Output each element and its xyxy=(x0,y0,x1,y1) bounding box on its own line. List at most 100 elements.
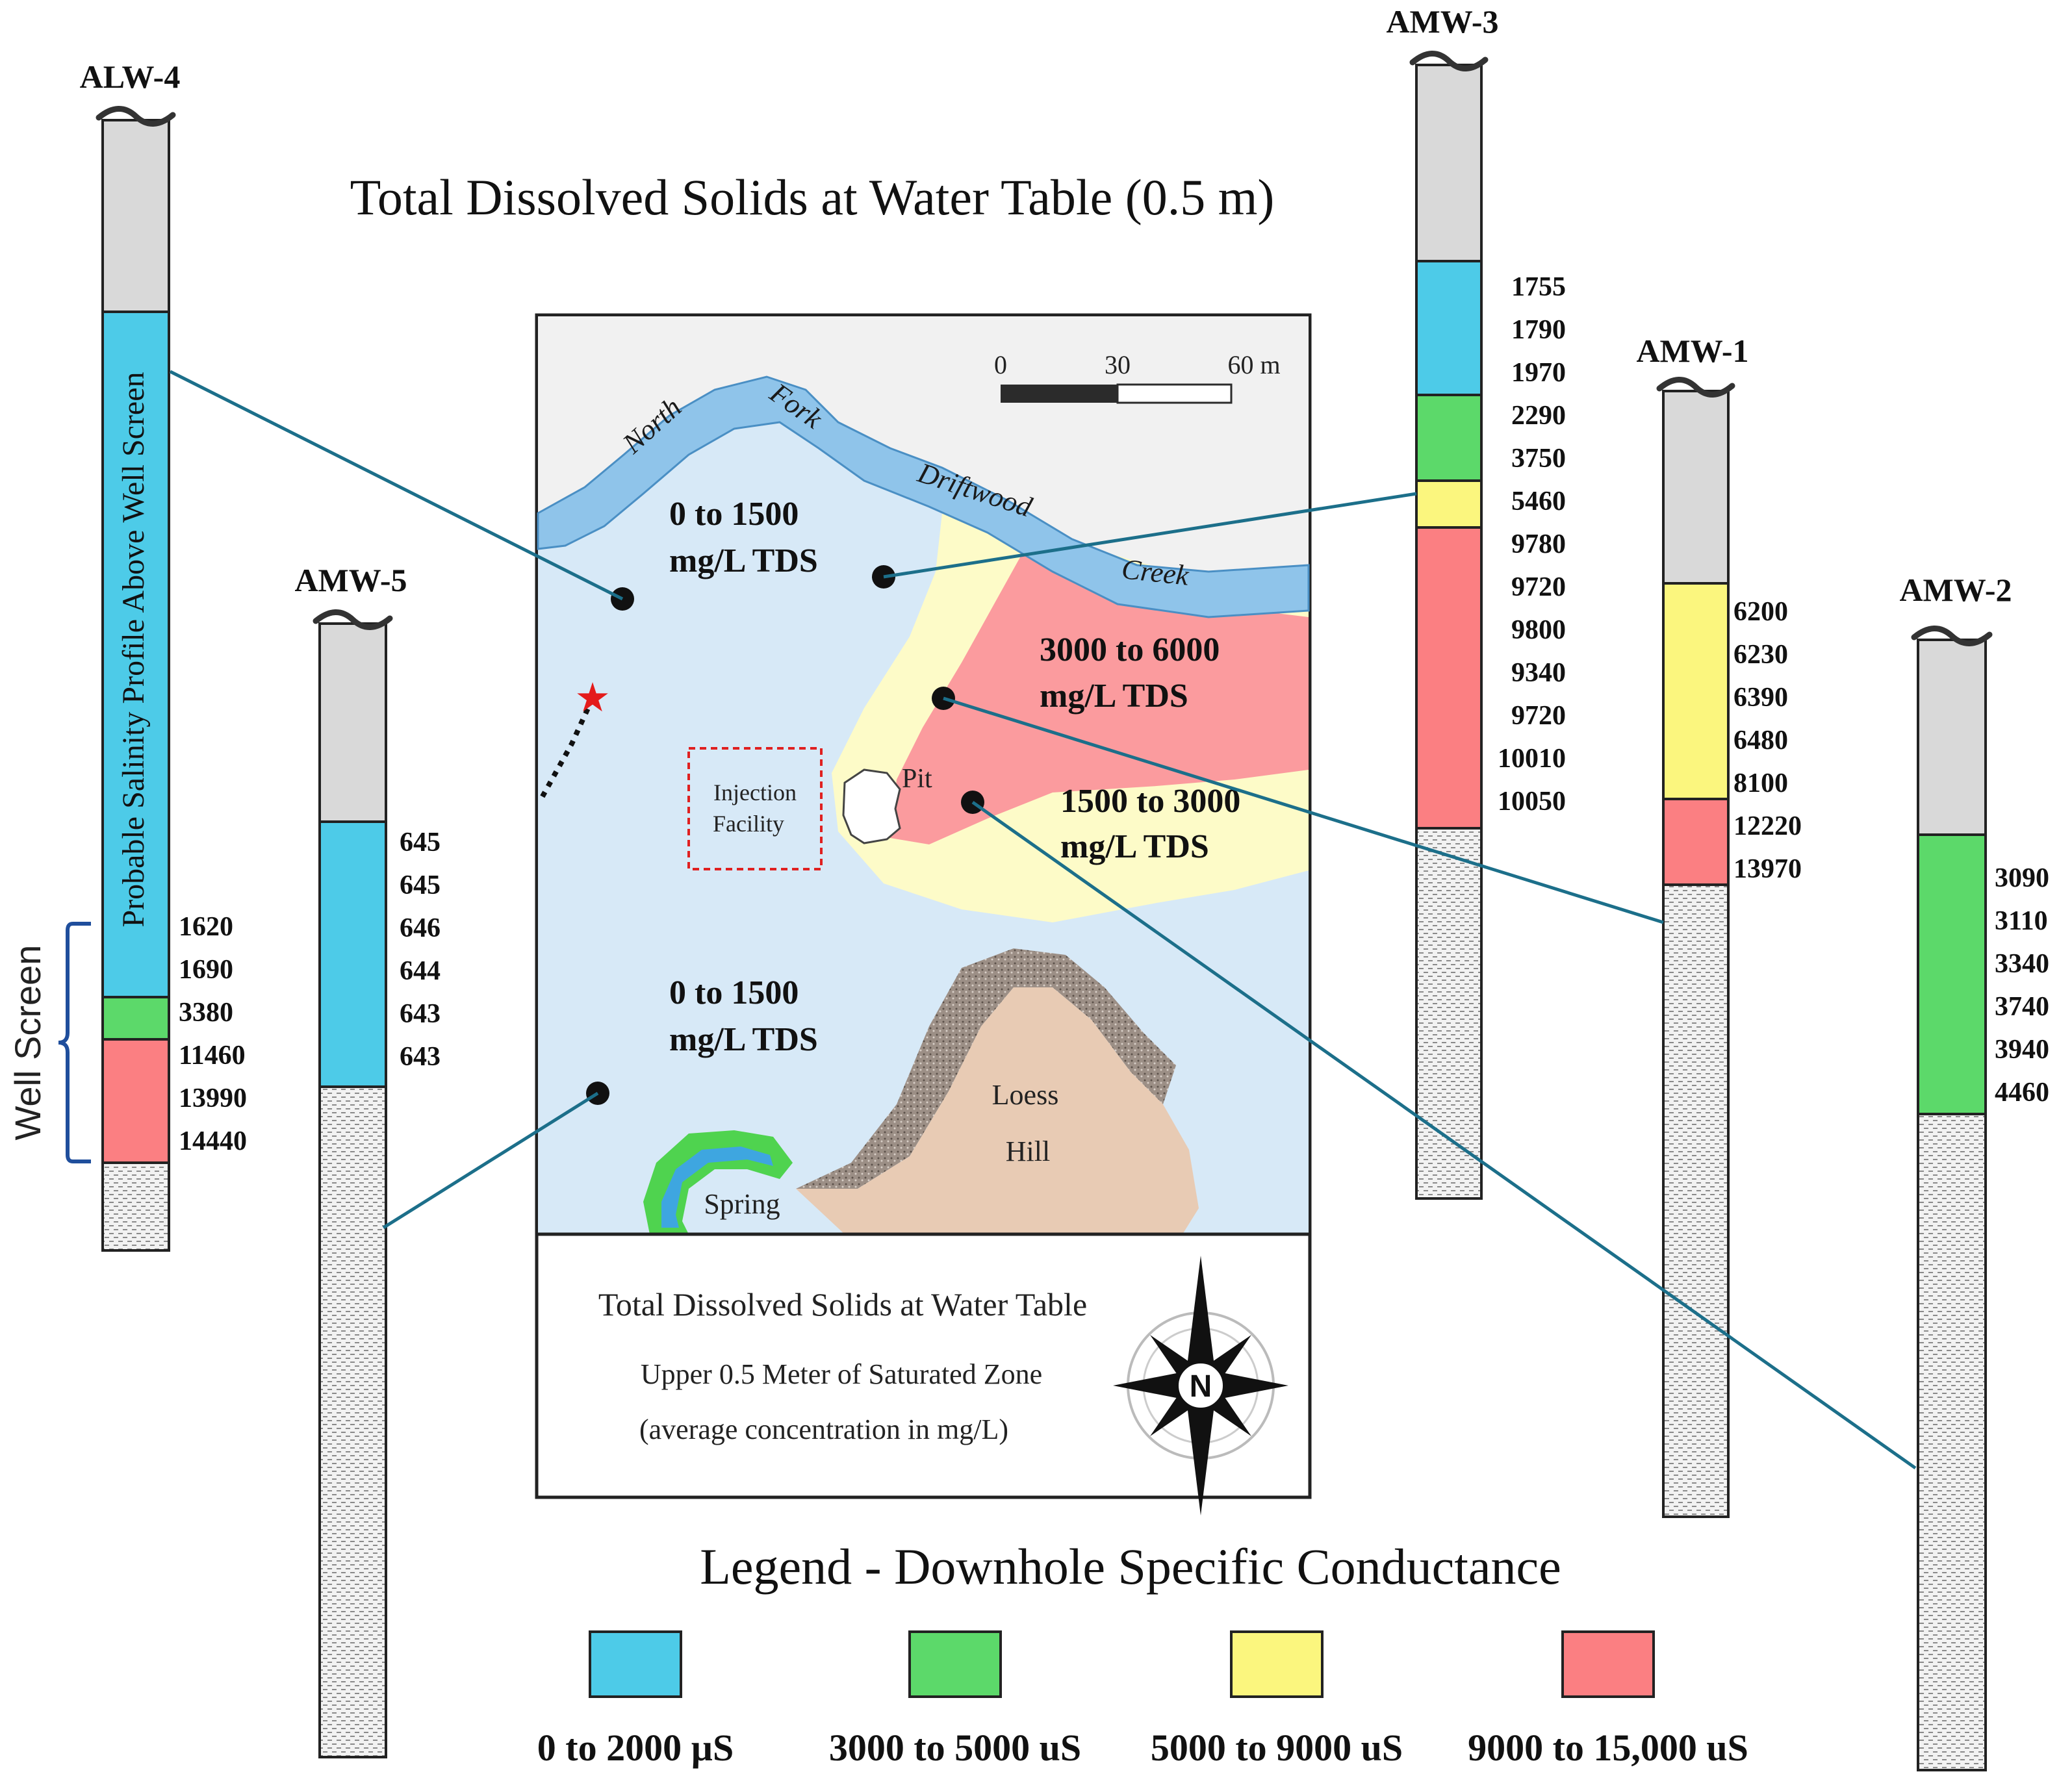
conductance-reading: 645 xyxy=(400,870,441,900)
loess-label-line2: Hill xyxy=(1006,1135,1050,1167)
well-segment-screen xyxy=(318,1085,387,1758)
conductance-reading: 2290 xyxy=(1511,401,1566,431)
zone-label-sw-line1: 0 to 1500 xyxy=(669,974,799,1011)
well-segment-screen xyxy=(1662,883,1730,1518)
well-label: AMW-2 xyxy=(1899,572,2012,608)
map-loess-hill xyxy=(796,987,1199,1234)
conductance-reading: 13990 xyxy=(179,1084,247,1113)
legend-label: 3000 to 5000 uS xyxy=(829,1727,1081,1769)
legend-item-red: 9000 to 15,000 uS xyxy=(1468,1630,1748,1769)
red-star-icon: ★ xyxy=(574,676,611,720)
legend-label: 9000 to 15,000 uS xyxy=(1468,1727,1748,1769)
well-screen-bracket: Well Screen xyxy=(7,922,91,1163)
well-break-icon xyxy=(1656,377,1735,398)
spring-label: Spring xyxy=(704,1188,780,1220)
connector-amw5 xyxy=(382,1091,599,1230)
well-break-icon xyxy=(1409,51,1489,71)
conductance-reading: 9720 xyxy=(1511,701,1566,731)
conductance-reading: 3380 xyxy=(179,998,233,1028)
well-segment-gray xyxy=(1415,64,1483,262)
conductance-reading: 3340 xyxy=(1995,949,2049,979)
well-break-icon xyxy=(96,106,176,127)
compass-letter: N xyxy=(1190,1369,1212,1404)
conductance-reading: 645 xyxy=(400,828,441,857)
connector-amw2 xyxy=(971,800,1917,1470)
well-segment-gray xyxy=(101,119,170,313)
map-loess-gravel xyxy=(796,948,1176,1189)
compass-rose-icon: N xyxy=(1113,1256,1288,1515)
connector-amw3 xyxy=(883,492,1417,579)
zone-label-red-line1: 3000 to 6000 xyxy=(1040,631,1220,668)
well-break-icon xyxy=(313,609,393,630)
bracket-shape xyxy=(58,922,91,1163)
conductance-reading: 9780 xyxy=(1511,529,1566,559)
well-segment-screen xyxy=(1917,1113,1987,1771)
legend-item-yellow: 5000 to 9000 uS xyxy=(1151,1630,1403,1769)
well-segment-screen xyxy=(1415,827,1483,1200)
conductance-reading: 3090 xyxy=(1995,863,2049,893)
well-segment-gray xyxy=(1917,639,1987,836)
conductance-reading: 646 xyxy=(400,913,441,943)
well-segment-yellow xyxy=(1662,582,1730,800)
conductance-reading: 1690 xyxy=(179,955,233,985)
well-segment-blue xyxy=(318,820,387,1088)
legend-item-blue: 0 to 2000 µS xyxy=(537,1630,734,1769)
well-segment-red xyxy=(1662,798,1730,886)
scale-label-30: 30 xyxy=(1105,350,1131,379)
map-caption-line3: (average concentration in mg/L) xyxy=(639,1413,1008,1445)
legend-swatch xyxy=(1561,1630,1655,1698)
injection-facility-line2: Facility xyxy=(713,811,784,837)
well-location-dotted-line xyxy=(537,697,595,804)
creek-label-creek: Creek xyxy=(1120,553,1191,592)
conductance-reading: 6390 xyxy=(1733,683,1788,713)
conductance-reading: 9340 xyxy=(1511,658,1566,688)
legend-swatch xyxy=(908,1630,1002,1698)
scale-label-0: 0 xyxy=(994,350,1007,379)
well-segment-gray xyxy=(1662,390,1730,585)
injection-facility-line1: Injection xyxy=(713,779,797,805)
conductance-reading: 3940 xyxy=(1995,1035,2049,1065)
scale-label-60: 60 m xyxy=(1227,350,1280,379)
zone-label-red-line2: mg/L TDS xyxy=(1040,678,1188,715)
conductance-reading: 1790 xyxy=(1511,315,1566,345)
well-label: AMW-5 xyxy=(294,562,407,598)
scale-bar-light xyxy=(1116,383,1233,404)
well-segment-green xyxy=(1415,394,1483,482)
well-segment-red xyxy=(1415,526,1483,830)
well-segment-yellow xyxy=(1415,479,1483,529)
conductance-reading: 3110 xyxy=(1995,906,2048,936)
well-label: AMW-1 xyxy=(1636,333,1748,369)
well-segment-gray xyxy=(318,622,387,823)
legend-label: 5000 to 9000 uS xyxy=(1151,1727,1403,1769)
conductance-reading: 10050 xyxy=(1498,787,1566,817)
map-caption-line2: Upper 0.5 Meter of Saturated Zone xyxy=(641,1358,1042,1390)
figure-title: Total Dissolved Solids at Water Table (0… xyxy=(350,169,1275,225)
conductance-reading: 6200 xyxy=(1733,597,1788,627)
zone-label-yellow-line1: 1500 to 3000 xyxy=(1060,783,1240,820)
zone-label-nw-line1: 0 to 1500 xyxy=(669,496,799,533)
injection-facility-box xyxy=(687,747,823,870)
connector-amw1 xyxy=(943,696,1664,924)
legend-swatch xyxy=(1230,1630,1324,1698)
site-map: 0 30 60 m North Fork Driftwood Creek 0 t… xyxy=(535,313,1312,1515)
conductance-reading: 9720 xyxy=(1511,572,1566,602)
well-amw-3: AMW-317551790197022903750546097809720980… xyxy=(1386,3,1566,1200)
conductance-reading: 1970 xyxy=(1511,358,1566,388)
conductance-reading: 10010 xyxy=(1498,744,1566,774)
map-caption-line1: Total Dissolved Solids at Water Table xyxy=(598,1286,1087,1323)
conductance-reading: 12220 xyxy=(1733,811,1802,841)
scale-bar: 0 30 60 m xyxy=(994,350,1281,404)
scale-bar-dark xyxy=(1001,385,1118,403)
conductance-reading: 5460 xyxy=(1511,487,1566,516)
well-segment-blue xyxy=(101,311,170,998)
well-alw-4: ALW-4162016903380114601399014440Probable… xyxy=(80,58,247,1252)
legend-items: 0 to 2000 µS 3000 to 5000 uS 5000 to 9000 … xyxy=(537,1630,1748,1769)
well-screen-label: Well Screen xyxy=(7,945,48,1141)
conductance-reading: 11460 xyxy=(179,1041,246,1071)
well-segment-green xyxy=(101,996,170,1041)
well-vertical-label: Probable Salinity Profile Above Well Scr… xyxy=(116,372,151,927)
pit-label: Pit xyxy=(902,764,932,794)
zone-label-yellow-line2: mg/L TDS xyxy=(1060,828,1209,865)
